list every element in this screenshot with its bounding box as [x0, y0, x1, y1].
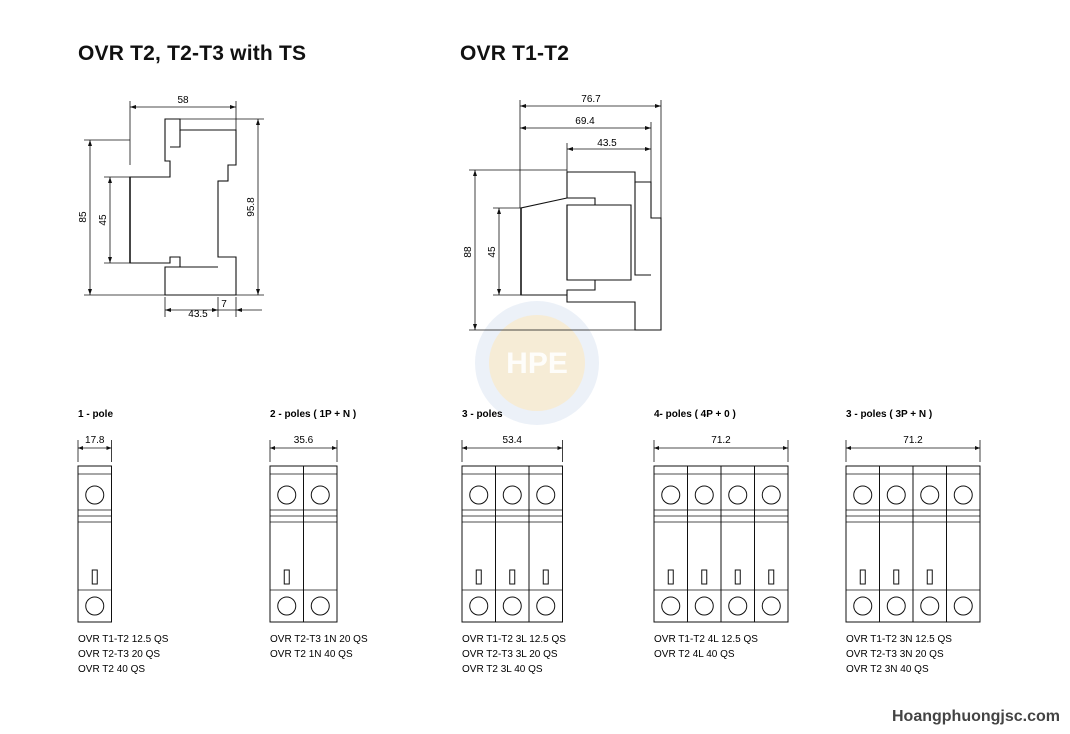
terminal-screw-icon: [920, 485, 940, 505]
model-name: OVR T2-T3 3N 20 QS: [846, 649, 944, 660]
dim-width-mid: 69.4: [575, 116, 595, 127]
terminal-screw-icon: [469, 485, 489, 505]
model-name: OVR T1-T2 4L 12.5 QS: [654, 634, 758, 645]
terminal-screw-icon: [761, 485, 781, 505]
model-name: OVR T2 3N 40 QS: [846, 664, 929, 675]
status-indicator-icon: [475, 569, 482, 585]
side-view-t2: 58 85 45 95.8 43.5 7: [78, 95, 264, 320]
terminal-screw-icon: [502, 485, 522, 505]
terminal-screw-icon: [953, 596, 973, 616]
dim-rail: 7: [221, 299, 227, 310]
dim-width-total: 76.7: [581, 94, 601, 105]
dim-arrow: [270, 446, 275, 450]
status-indicator-icon: [667, 569, 674, 585]
model-name: OVR T1-T2 3N 12.5 QS: [846, 634, 952, 645]
status-indicator-icon: [701, 569, 708, 585]
pole-width-label: 17.8: [85, 435, 105, 446]
model-name: OVR T2-T3 20 QS: [78, 649, 160, 660]
terminal-screw-icon: [953, 485, 973, 505]
model-name: OVR T2 1N 40 QS: [270, 649, 353, 660]
dim-arrow: [106, 446, 112, 450]
terminal-screw-icon: [469, 596, 489, 616]
model-name: OVR T2 40 QS: [78, 664, 145, 675]
dim-arrow: [462, 446, 467, 450]
terminal-screw-icon: [310, 485, 330, 505]
watermark-logo: HPE: [475, 301, 599, 425]
status-indicator-icon: [91, 569, 98, 585]
terminal-screw-icon: [661, 485, 681, 505]
dim-height-outer: 85: [78, 211, 89, 223]
dim-arrow: [846, 446, 851, 450]
pole-width-label: 71.2: [903, 435, 923, 446]
dim-height-outer-r: 88: [463, 246, 474, 258]
terminal-screw-icon: [694, 596, 714, 616]
status-indicator-icon: [859, 569, 866, 585]
model-name: OVR T2-T3 3L 20 QS: [462, 649, 558, 660]
pole-title: 4- poles ( 4P + 0 ): [654, 409, 736, 420]
dim-width: 58: [177, 95, 189, 106]
status-indicator-icon: [283, 569, 290, 585]
pole-width-label: 35.6: [294, 435, 314, 446]
terminal-screw-icon: [85, 596, 105, 616]
status-indicator-icon: [542, 569, 549, 585]
dim-width-inner: 43.5: [597, 138, 617, 149]
terminal-screw-icon: [761, 596, 781, 616]
status-indicator-icon: [509, 569, 516, 585]
pole-title: 1 - pole: [78, 409, 113, 420]
pole-title: 3 - poles: [462, 409, 503, 420]
dim-arrow: [78, 446, 83, 450]
status-indicator-icon: [734, 569, 741, 585]
pole-width-label: 53.4: [503, 435, 523, 446]
model-name: OVR T2 4L 40 QS: [654, 649, 735, 660]
terminal-screw-icon: [728, 596, 748, 616]
dim-arrow: [975, 446, 980, 450]
terminal-screw-icon: [310, 596, 330, 616]
terminal-screw-icon: [661, 596, 681, 616]
terminal-screw-icon: [886, 596, 906, 616]
title-left: OVR T2, T2-T3 with TS: [78, 42, 307, 65]
pole-title: 3 - poles ( 3P + N ): [846, 409, 932, 420]
terminal-screw-icon: [277, 485, 297, 505]
model-name: OVR T1-T2 12.5 QS: [78, 634, 169, 645]
title-right: OVR T1-T2: [460, 42, 570, 65]
watermark-text: HPE: [506, 347, 568, 380]
dim-arrow: [332, 446, 337, 450]
status-indicator-icon: [768, 569, 775, 585]
footer-website[interactable]: Hoangphuongjsc.com: [892, 708, 1060, 725]
terminal-screw-icon: [853, 596, 873, 616]
model-name: OVR T1-T2 3L 12.5 QS: [462, 634, 566, 645]
terminal-screw-icon: [694, 485, 714, 505]
terminal-screw-icon: [502, 596, 522, 616]
terminal-screw-icon: [536, 596, 556, 616]
dim-arrow: [654, 446, 659, 450]
model-name: OVR T2 3L 40 QS: [462, 664, 543, 675]
pole-width-label: 71.2: [711, 435, 731, 446]
dim-height-inner-r: 45: [487, 246, 498, 258]
terminal-screw-icon: [886, 485, 906, 505]
terminal-screw-icon: [728, 485, 748, 505]
pole-title: 2 - poles ( 1P + N ): [270, 409, 356, 420]
pole-module: [303, 465, 338, 623]
pole-module: [653, 465, 688, 623]
terminal-screw-icon: [85, 485, 105, 505]
dim-arrow: [783, 446, 788, 450]
status-indicator-icon: [893, 569, 900, 585]
dim-height-total: 95.8: [246, 197, 257, 217]
dim-depth: 43.5: [188, 309, 208, 320]
terminal-screw-icon: [536, 485, 556, 505]
terminal-screw-icon: [277, 596, 297, 616]
terminal-screw-icon: [920, 596, 940, 616]
dim-arrow: [557, 446, 563, 450]
status-indicator-icon: [926, 569, 933, 585]
side-view-t1-t2: 76.7 69.4 43.5 88 45: [463, 94, 662, 331]
terminal-screw-icon: [853, 485, 873, 505]
dim-height-inner: 45: [98, 214, 109, 226]
model-name: OVR T2-T3 1N 20 QS: [270, 634, 368, 645]
